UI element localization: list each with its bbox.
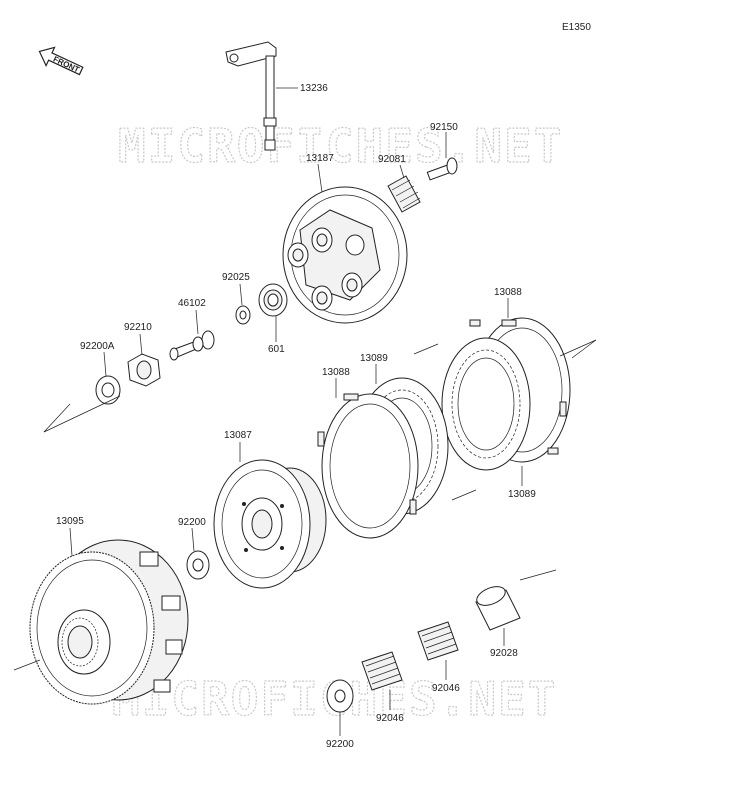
label-13095: 13095 xyxy=(56,516,84,527)
label-92081: 92081 xyxy=(378,154,406,165)
part-92046-left-bearing xyxy=(361,651,403,691)
label-13089-top: 13089 xyxy=(360,353,388,364)
part-13088-left-friction-plate xyxy=(317,393,419,539)
part-46102-push-rod xyxy=(169,330,215,361)
part-92081-spring xyxy=(387,175,421,213)
label-92200-mid: 92200 xyxy=(178,517,206,528)
front-arrow-icon: FRONT xyxy=(38,46,84,76)
label-92200-bottom: 92200 xyxy=(326,739,354,750)
label-46102: 46102 xyxy=(178,298,206,309)
part-13187-pressure-plate xyxy=(282,186,408,324)
label-92150: 92150 xyxy=(430,122,458,133)
label-13088-top: 13088 xyxy=(494,287,522,298)
label-601: 601 xyxy=(268,344,285,355)
label-92028: 92028 xyxy=(490,648,518,659)
label-92210: 92210 xyxy=(124,322,152,333)
label-92025: 92025 xyxy=(222,272,250,283)
label-92200A: 92200A xyxy=(80,341,115,352)
part-92150-bolt xyxy=(426,157,458,181)
part-92028-sleeve xyxy=(475,586,521,631)
label-13236: 13236 xyxy=(300,83,328,94)
label-92046-left: 92046 xyxy=(376,713,404,724)
label-13187: 13187 xyxy=(306,153,334,164)
label-13089-right: 13089 xyxy=(508,489,536,500)
part-92200-bottom-washer xyxy=(326,679,354,713)
part-13236-lever xyxy=(225,41,277,151)
part-92046-right-bearing xyxy=(417,621,459,661)
part-13087-clutch-hub xyxy=(213,459,327,589)
label-13087: 13087 xyxy=(224,430,252,441)
part-92200-mid-washer xyxy=(186,550,210,580)
label-13088-left: 13088 xyxy=(322,367,350,378)
part-92025-washer xyxy=(235,305,251,325)
label-92046-right: 92046 xyxy=(432,683,460,694)
front-label: FRONT xyxy=(52,55,81,75)
part-601-bearing xyxy=(258,283,288,317)
diagram-code: E1350 xyxy=(562,22,591,33)
part-92210-nut xyxy=(127,353,161,387)
part-13089-right-steel-plate xyxy=(441,337,531,471)
watermark-top: MICROFICHES.NET xyxy=(118,119,563,173)
part-13095-clutch-housing xyxy=(29,539,189,705)
part-92200A-washer xyxy=(95,375,121,405)
